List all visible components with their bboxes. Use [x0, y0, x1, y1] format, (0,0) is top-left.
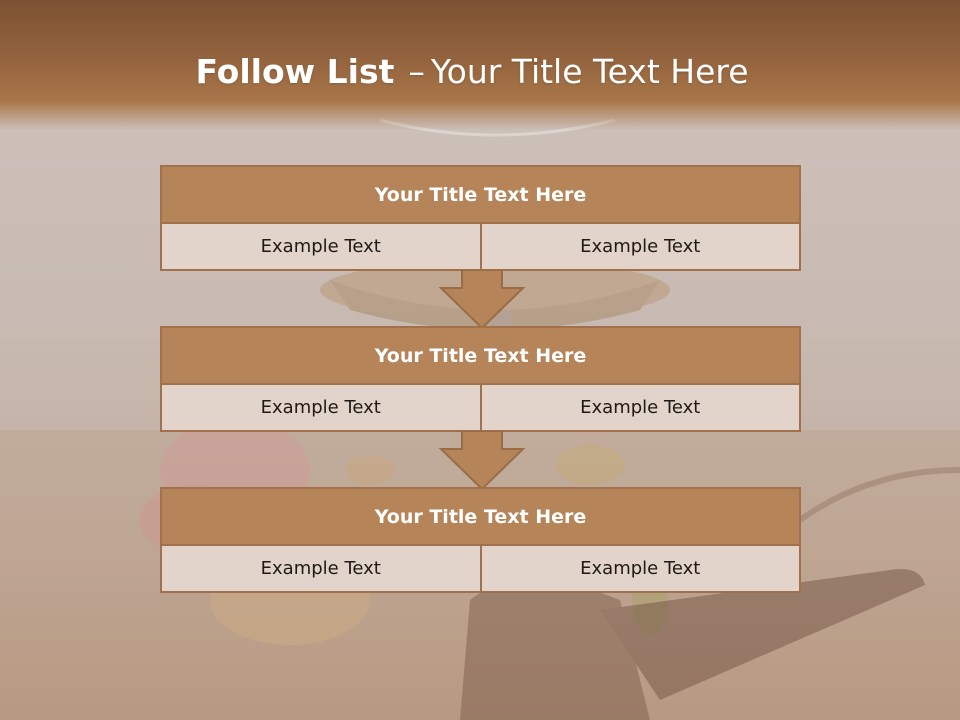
block-cell-right: Example Text — [481, 385, 799, 430]
pipe-shape — [460, 467, 960, 720]
block-cell-right: Example Text — [481, 224, 799, 269]
list-block-3: Your Title Text Here Example Text Exampl… — [160, 487, 801, 593]
block-title: Your Title Text Here — [162, 328, 799, 383]
title-separator: – — [408, 52, 425, 91]
title-bold-part: Follow List — [195, 52, 395, 91]
block-cell-left: Example Text — [162, 224, 480, 269]
list-block-1: Your Title Text Here Example Text Exampl… — [160, 165, 801, 271]
down-arrow-icon — [438, 431, 526, 491]
slide-title: Follow List–Your Title Text Here — [0, 52, 944, 91]
block-row: Example Text Example Text — [162, 224, 799, 269]
block-cell-left: Example Text — [162, 385, 480, 430]
down-arrow-icon — [438, 270, 526, 330]
block-title: Your Title Text Here — [162, 489, 799, 544]
title-rest-part: Your Title Text Here — [430, 52, 749, 91]
block-row: Example Text Example Text — [162, 385, 799, 430]
block-cell-right: Example Text — [481, 546, 799, 591]
header-band — [0, 0, 960, 130]
block-row: Example Text Example Text — [162, 546, 799, 591]
block-cell-left: Example Text — [162, 546, 480, 591]
list-block-2: Your Title Text Here Example Text Exampl… — [160, 326, 801, 432]
block-title: Your Title Text Here — [162, 167, 799, 222]
